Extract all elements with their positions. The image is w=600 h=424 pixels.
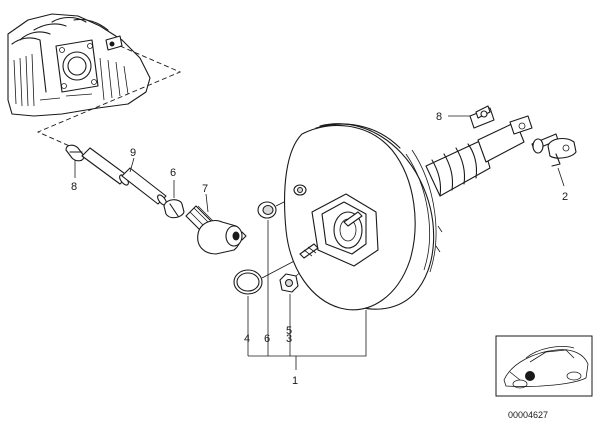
callout-2: 2 — [562, 191, 568, 203]
callout-8-left: 8 — [71, 181, 77, 193]
callout-9: 9 — [130, 147, 136, 159]
hose-clamp-left — [65, 144, 85, 162]
clevis-8 — [469, 105, 533, 163]
callout-8-right: 8 — [436, 111, 442, 123]
leader-dashed-manifold — [36, 45, 182, 149]
reference-number: 00004627 — [508, 410, 548, 420]
leader-9 — [129, 157, 135, 173]
grommet-8 — [257, 201, 277, 219]
callout-1: 1 — [292, 375, 298, 387]
hose-clamp-6 — [163, 199, 185, 219]
o-ring-4 — [233, 269, 263, 295]
brake-booster-1 — [284, 123, 443, 311]
callout-7: 7 — [202, 183, 208, 195]
leader-2 — [557, 167, 565, 187]
vehicle-locator-inset — [495, 335, 593, 397]
callout-3: 3 — [286, 333, 292, 345]
callout-6-column: 6 — [264, 333, 270, 345]
vacuum-hose-segment-2 — [121, 167, 167, 206]
nut-5 — [279, 273, 299, 293]
pin-2 — [531, 133, 577, 167]
vacuum-hose-segment-1 — [81, 147, 129, 186]
callout-6-clamp: 6 — [170, 167, 176, 179]
callout-bracket — [248, 310, 367, 370]
intake-manifold-illustration — [7, 13, 151, 117]
callout-5: 5 — [286, 325, 292, 337]
leader-7 — [205, 193, 209, 213]
dust-boot — [425, 139, 491, 197]
check-valve-7 — [185, 205, 247, 255]
callout-4: 4 — [244, 333, 250, 345]
